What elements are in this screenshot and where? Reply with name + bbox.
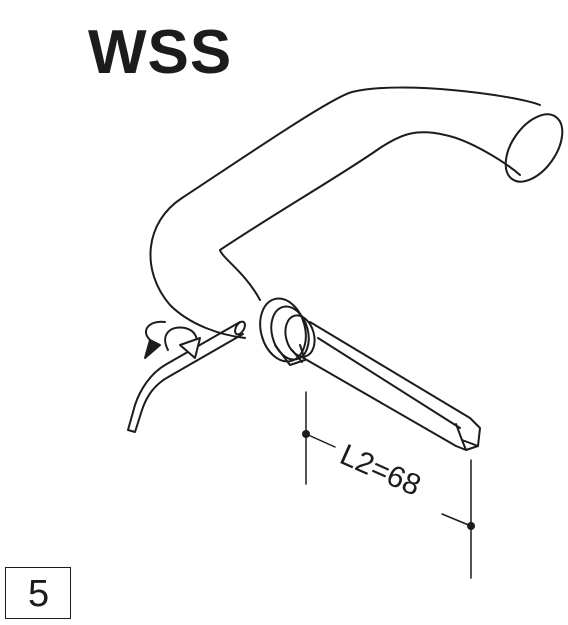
dimension-label: L2=68: [335, 438, 425, 502]
handle-end-cap: [504, 113, 564, 183]
dimension-line-left: [305, 433, 336, 448]
product-title: WSS: [88, 18, 233, 87]
lever-handle-outline: [149, 86, 541, 339]
dimension-line-right: [441, 513, 472, 527]
dimension-terminator-left: [302, 430, 310, 438]
allen-key: [127, 321, 244, 433]
lever-handle-inner-edge: [219, 131, 521, 301]
collar-ring-outer: [259, 297, 307, 363]
collar-ring-middle: [270, 305, 310, 361]
collar-ring-inner: [284, 314, 316, 358]
step-number-box: 5: [5, 567, 71, 619]
spindle: [299, 321, 481, 451]
dimension-terminator-right: [467, 522, 475, 530]
